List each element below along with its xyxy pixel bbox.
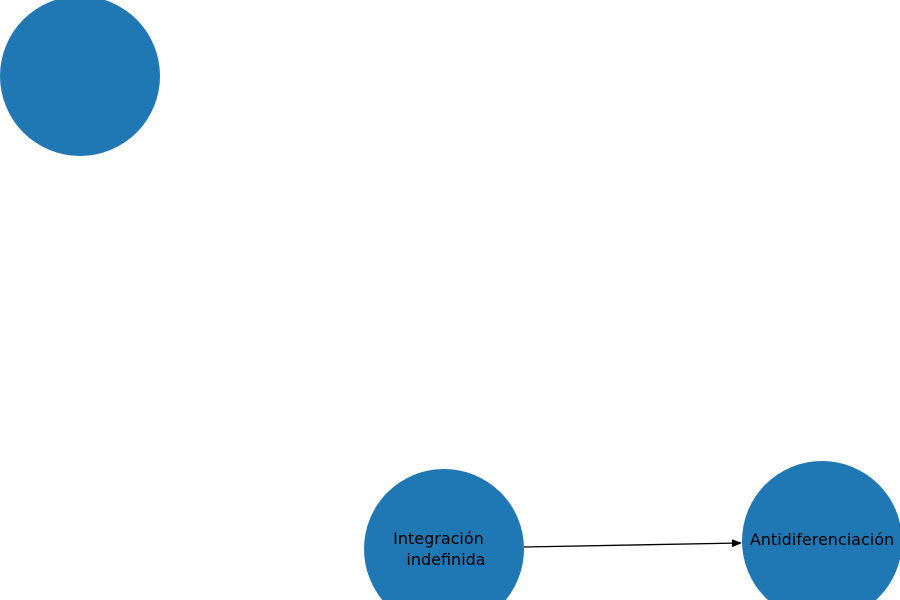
node-label-line-1: Antidiferenciación — [750, 530, 894, 549]
node-unlabeled — [0, 0, 160, 156]
node-label-line-1: Integración — [393, 529, 484, 548]
node-antidiferenciacion — [742, 461, 900, 600]
node-integracion-indefinida — [364, 469, 524, 600]
node-label-antidiferenciacion: Antidiferenciación — [750, 530, 894, 549]
node-label-line-2: indefinida — [406, 550, 485, 569]
edge-integracion-to-antidiferenciacion — [523, 539, 742, 548]
node-label-integracion-indefinida: Integración indefinida — [393, 529, 489, 569]
